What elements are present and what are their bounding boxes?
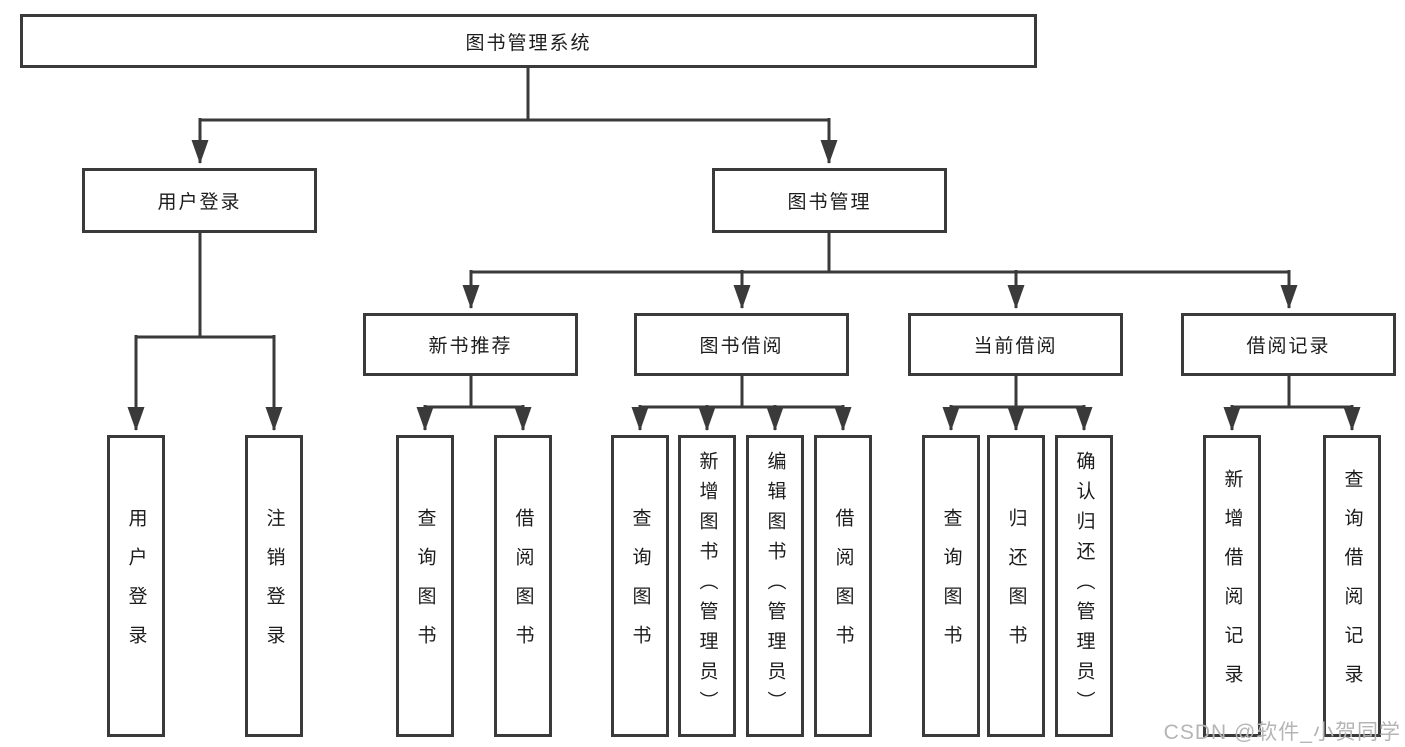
node-label: 图书借阅 — [699, 336, 784, 357]
leaf-query-books: 查询图书 — [396, 435, 454, 737]
leaf-label: 注销登录 — [263, 508, 285, 664]
leaf-confirm-return-admin: 确认归还（管理员） — [1055, 435, 1113, 737]
leaf-query-borrow-record: 查询借阅记录 — [1323, 435, 1381, 737]
node-label: 新书推荐 — [428, 336, 513, 357]
csdn-watermark: CSDN @软件_小贺同学 — [1163, 721, 1401, 744]
leaf-borrow-books: 借阅图书 — [814, 435, 872, 737]
node-borrow-records: 借阅记录 — [1181, 313, 1396, 376]
node-current-borrow: 当前借阅 — [908, 313, 1123, 376]
node-book-management: 图书管理 — [712, 168, 947, 233]
leaf-query-books: 查询图书 — [922, 435, 980, 737]
leaf-label: 借阅图书 — [512, 508, 534, 664]
leaf-label: 归还图书 — [1005, 508, 1027, 664]
node-label: 图书管理 — [787, 192, 872, 213]
leaf-label: 查询图书 — [940, 508, 962, 664]
leaf-query-books: 查询图书 — [611, 435, 669, 737]
leaf-logout: 注销登录 — [245, 435, 303, 737]
leaf-label: 新增借阅记录 — [1221, 469, 1243, 703]
node-label: 借阅记录 — [1246, 336, 1331, 357]
leaf-label: 借阅图书 — [832, 508, 854, 664]
leaf-return-books: 归还图书 — [987, 435, 1045, 737]
leaf-user-login: 用户登录 — [107, 435, 165, 737]
node-label: 当前借阅 — [973, 336, 1058, 357]
node-label: 图书管理系统 — [465, 32, 592, 54]
leaf-label: 确认归还（管理员） — [1073, 451, 1095, 721]
leaf-label: 查询借阅记录 — [1341, 469, 1363, 703]
leaf-label: 查询图书 — [629, 508, 651, 664]
node-label: 用户登录 — [157, 192, 242, 213]
node-user-login: 用户登录 — [82, 168, 317, 233]
leaf-label: 用户登录 — [125, 508, 147, 664]
node-new-book-recommend: 新书推荐 — [363, 313, 578, 376]
node-book-borrow: 图书借阅 — [634, 313, 849, 376]
leaf-label: 查询图书 — [414, 508, 436, 664]
leaf-edit-books-admin: 编辑图书（管理员） — [746, 435, 804, 737]
leaf-add-borrow-record: 新增借阅记录 — [1203, 435, 1261, 737]
leaf-label: 编辑图书（管理员） — [764, 451, 786, 721]
leaf-add-books-admin: 新增图书（管理员） — [678, 435, 736, 737]
leaf-borrow-books: 借阅图书 — [494, 435, 552, 737]
node-library-management-system: 图书管理系统 — [20, 14, 1037, 68]
leaf-label: 新增图书（管理员） — [696, 451, 718, 721]
